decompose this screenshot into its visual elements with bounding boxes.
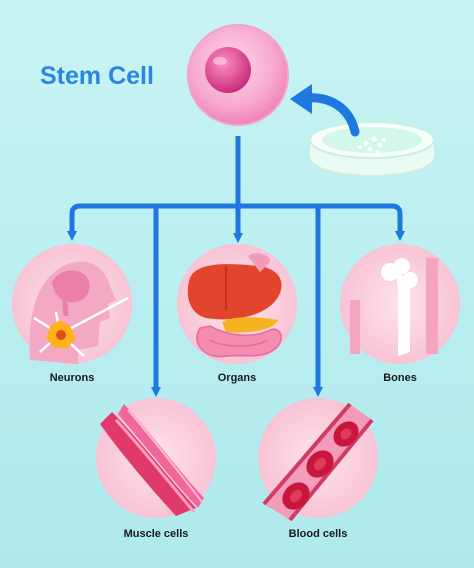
muscle-cells-illustration <box>96 398 216 518</box>
organs-label: Organs <box>217 372 257 384</box>
bones-illustration <box>340 244 460 364</box>
bones-label: Bones <box>383 372 417 384</box>
neurons-illustration <box>12 244 132 364</box>
organs-illustration <box>177 244 297 364</box>
blood-cells-illustration <box>258 398 378 522</box>
neurons-label: Neurons <box>49 372 95 384</box>
dish-to-cell-arrow <box>290 84 360 137</box>
petri-dish-illustration <box>309 121 435 177</box>
muscle-cells-label: Muscle cells <box>123 528 189 540</box>
blood-cells-label: Blood cells <box>288 528 348 540</box>
diagram-title: Stem Cell <box>40 62 154 90</box>
stem-cell-illustration <box>187 24 289 126</box>
differentiation-arrows <box>67 136 405 397</box>
